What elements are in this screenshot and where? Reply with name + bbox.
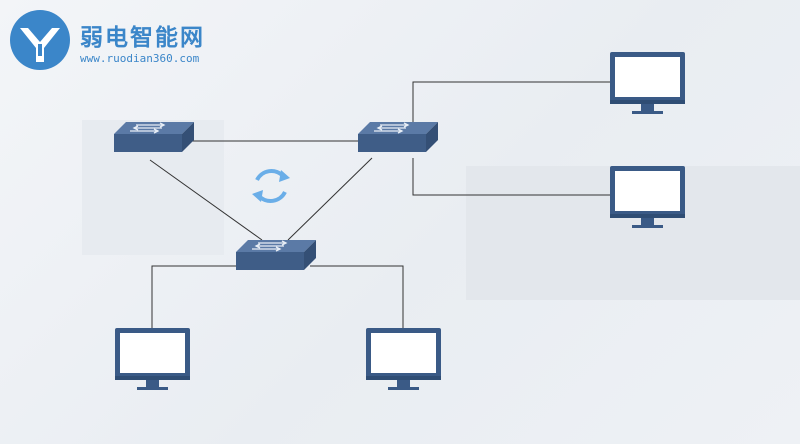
refresh-icon (252, 169, 290, 203)
links (149, 81, 612, 330)
switch-top-left (113, 121, 195, 153)
logo: 弱电智能网 www.ruodian360.com (8, 8, 248, 72)
link-switch-to-pc-bottom-right (310, 265, 404, 330)
link-switch-top-right-to-bottom (287, 157, 373, 241)
link-switch-to-pc-top-right-2 (412, 158, 612, 196)
link-switch-top-left-to-bottom (149, 159, 263, 241)
pc-bottom-right (366, 328, 441, 390)
switch-top-right (357, 121, 439, 153)
pc-top-right-1 (610, 52, 685, 114)
pc-bottom-left (115, 328, 190, 390)
link-switch-to-pc-top-right-1 (412, 81, 612, 132)
logo-mark-icon (10, 10, 70, 70)
switch-bottom (235, 239, 317, 271)
logo-title: 弱电智能网 (80, 25, 205, 51)
pc-top-right-2 (610, 166, 685, 228)
logo-url: www.ruodian360.com (80, 52, 200, 65)
link-switch-to-pc-bottom-left (151, 265, 238, 330)
